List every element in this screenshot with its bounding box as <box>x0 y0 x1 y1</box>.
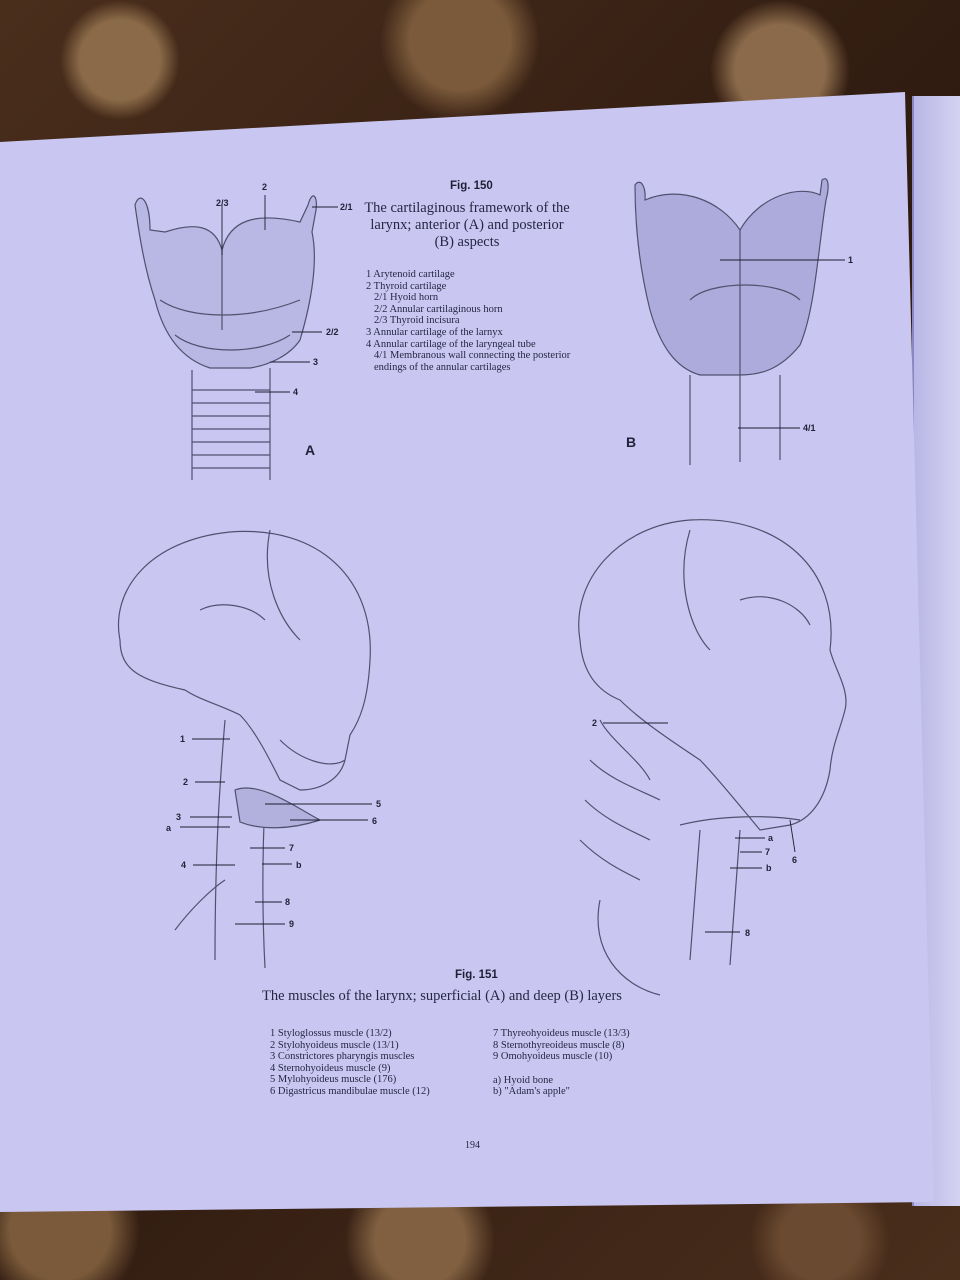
legend-item: 1 Styloglossus muscle (13/2) <box>270 1028 392 1039</box>
legend-item: 4/1 Membranous wall connecting the poste… <box>374 350 571 373</box>
legend-item: 3 Annular cartilage of the larnyx <box>366 326 503 338</box>
label-6: 6 <box>372 816 378 826</box>
legend-item: 9 Omohyoideus muscle (10) <box>493 1051 613 1063</box>
fig151-legend-left: 1 Styloglossus muscle (13/2) 2 Stylohyoi… <box>270 1028 430 1098</box>
label-8: 8 <box>285 897 291 907</box>
fig150-number: Fig. 150 <box>450 180 493 192</box>
legend-item: 8 Sternothyreoideus muscle (8) <box>493 1039 625 1051</box>
label-7: 7 <box>289 843 295 853</box>
legend-item: 2 Thyroid cartilage <box>366 280 447 292</box>
legend-item: 2 Stylohyoideus muscle (13/1) <box>270 1039 399 1051</box>
fig151-number: Fig. 151 <box>455 969 498 981</box>
label-2: 2 <box>262 182 268 192</box>
legend-item: 1 Arytenoid cartilage <box>366 269 455 280</box>
legend-item: 7 Thyreohyoideus muscle (13/3) <box>493 1028 630 1039</box>
legend-item: 4 Sternohyoideus muscle (9) <box>270 1062 391 1074</box>
label-5: 5 <box>376 799 382 809</box>
legend-item: 4 Annular cartilage of the laryngeal tub… <box>366 338 536 350</box>
label-1: 1 <box>848 255 854 265</box>
label-2-3: 2/3 <box>216 198 229 208</box>
label-2: 2 <box>183 777 189 787</box>
panel-b-letter: B <box>626 434 637 450</box>
label-b: b <box>766 863 772 873</box>
label-2-1: 2/1 <box>340 202 353 212</box>
fig150-title: The cartilaginous framework of the laryn… <box>364 200 570 250</box>
label-b: b <box>296 860 302 870</box>
label-4: 4 <box>181 860 187 870</box>
page-number: 194 <box>465 1140 480 1151</box>
label-2-2: 2/2 <box>326 327 339 337</box>
skull-deep-drawing <box>578 519 847 996</box>
label-a: a <box>166 823 172 833</box>
larynx-posterior-drawing <box>634 178 829 465</box>
legend-item: 6 Digastricus mandibulae muscle (12) <box>270 1085 430 1097</box>
label-3: 3 <box>176 812 182 822</box>
skull-superficial-drawing <box>118 529 371 969</box>
label-4: 4 <box>293 387 299 397</box>
legend-item: 2/2 Annular cartilaginous horn <box>374 303 503 315</box>
label-4-1: 4/1 <box>803 423 816 433</box>
label-1: 1 <box>180 734 186 744</box>
legend-item: 3 Constrictores pharyngis muscles <box>270 1051 415 1063</box>
panel-a-letter: A <box>305 442 316 458</box>
legend-item: b) "Adam's apple" <box>493 1086 570 1098</box>
legend-item: a) Hyoid bone <box>493 1074 554 1086</box>
legend-item: 5 Mylohyoideus muscle (176) <box>270 1074 397 1086</box>
fig151-title: The muscles of the larynx; superficial (… <box>262 988 622 1004</box>
legend-item: 2/3 Thyroid incisura <box>374 315 460 327</box>
fig151-legend-right: 7 Thyreohyoideus muscle (13/3) 8 Sternot… <box>493 1028 630 1098</box>
label-a: a <box>768 833 774 843</box>
legend-item: 2/1 Hyoid horn <box>374 292 439 304</box>
label-3: 3 <box>313 357 319 367</box>
label-9: 9 <box>289 919 295 929</box>
label-6: 6 <box>792 855 798 865</box>
larynx-anterior-drawing <box>134 195 317 480</box>
label-8: 8 <box>745 928 751 938</box>
label-7: 7 <box>765 847 771 857</box>
fig150-legend: 1 Arytenoid cartilage 2 Thyroid cartilag… <box>366 269 586 373</box>
label-2: 2 <box>592 718 598 728</box>
